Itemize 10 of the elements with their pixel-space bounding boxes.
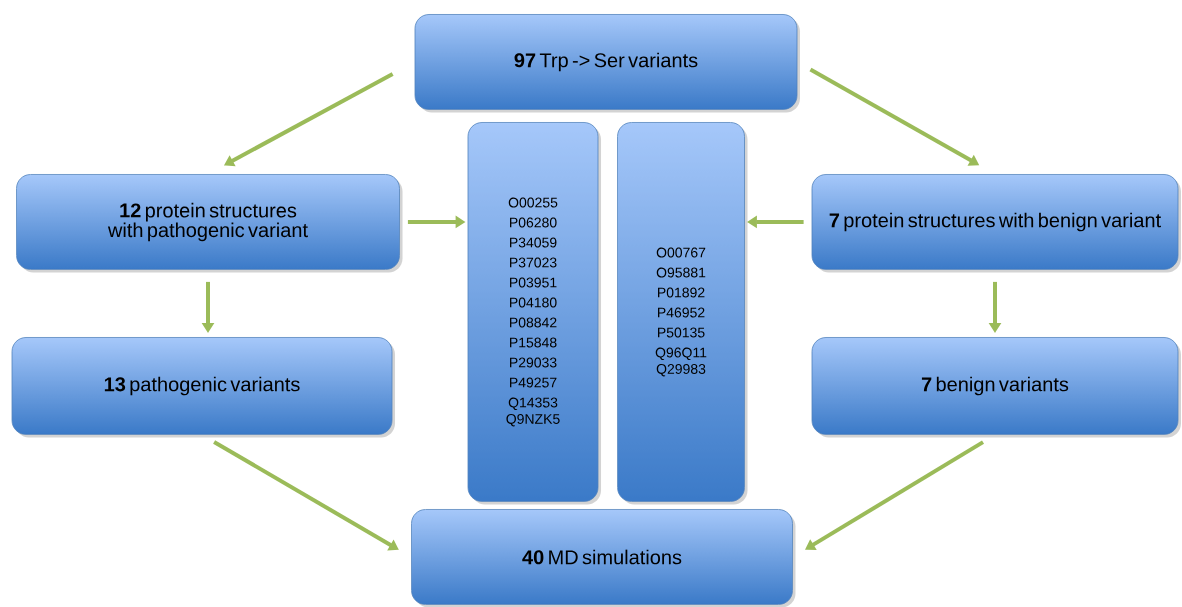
arrow [213, 440, 399, 551]
id-list-box: O00767 O95881 P01892 P46952 P50135 Q96Q11 Q29983 [617, 122, 748, 505]
process-box: 40 MD simulations [411, 509, 796, 607]
id-list-box: O00255 P06280 P34059 P37023 P03951 P04180 P08842 P15848 P29033 P49257 Q14353 Q9NZK5 [467, 122, 601, 505]
process-box: 12 protein structures with pathogenic variant [16, 174, 403, 273]
arrow [805, 440, 985, 551]
process-box: 7 benign variants [811, 337, 1181, 438]
process-box: 7 protein structures with benign variant [811, 174, 1181, 273]
process-box: 97 Trp -> Ser variants [414, 14, 800, 113]
process-box: 13 pathogenic variants [11, 337, 395, 438]
